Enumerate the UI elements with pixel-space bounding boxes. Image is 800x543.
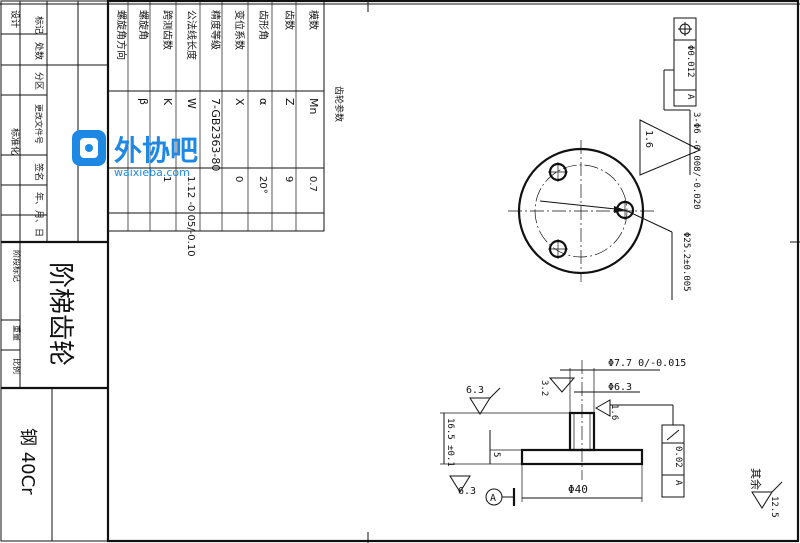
param-value: 20° <box>257 176 268 194</box>
part-name: 阶梯齿轮 <box>45 262 75 366</box>
label-mark: 标记 <box>33 16 45 34</box>
param-value: 1 <box>161 176 172 182</box>
title-block: 标记 处数 分区 更改文件号 签名 年、月、日 设计 标准化 阶段标记 重量 比… <box>0 0 109 542</box>
label-change-doc: 更改文件号 <box>34 104 44 144</box>
roughness-6-3-top: 6.3 <box>466 385 484 396</box>
pcd-dim: Φ25.2±0.005 <box>681 232 691 292</box>
logo-text: 外协吧 <box>114 134 198 167</box>
other-label: 其余 <box>749 468 763 490</box>
roughness-6-3-bottom: 6.3 <box>458 486 476 497</box>
param-value: 9 <box>283 176 294 182</box>
roughness-3-2: 3.2 <box>539 380 549 396</box>
param-name: 螺旋角方向 <box>115 10 128 60</box>
roughness-1-6-small: 1.6 <box>609 404 619 420</box>
param-name: 跨测齿数 <box>161 10 174 50</box>
label-date: 年、月、日 <box>33 192 45 237</box>
logo-sub: waixieba.com <box>114 166 190 179</box>
label-stage: 阶段标记 <box>12 250 22 282</box>
material: 钢 40Cr <box>17 428 38 495</box>
label-design: 设计 <box>9 10 21 28</box>
other-roughness-note: 其余 12.5 <box>749 468 783 518</box>
shaft-dia: Φ7.7 0/-0.015 <box>608 358 686 369</box>
param-name: 齿数 <box>283 10 296 30</box>
param-name: 齿形角 <box>257 10 269 40</box>
roughness-63-bottom <box>449 475 471 493</box>
roughness-32-symbol <box>548 377 576 393</box>
thickness-dim: 5 <box>491 452 501 457</box>
gear-params-table: 齿轮参数 <box>107 0 345 232</box>
param-rows: 模数 Mn 0.7 齿数 Z 9 齿形角 α 20° 变位系数 X 0 精度等级 7-GB2363-80 公… <box>115 10 320 257</box>
param-symbol: W <box>185 98 198 109</box>
shaft-dia-2: Φ6.3 <box>608 382 632 393</box>
param-symbol: X <box>233 98 246 106</box>
other-roughness: 12.5 <box>769 496 779 518</box>
param-symbol: 7-GB2363-80 <box>209 98 222 171</box>
height-dim: 16.5 ±0.1 <box>445 418 455 467</box>
param-value: 0 <box>233 176 244 182</box>
watermark-logo: 外协吧 waixieba.com <box>72 130 198 179</box>
position-tol: Φ0.012 <box>685 45 695 78</box>
runout-icon <box>666 429 680 441</box>
param-symbol: α <box>257 98 270 105</box>
label-scale: 比例 <box>12 358 22 374</box>
param-value: 1.12 -0.05/-0.10 <box>185 176 196 257</box>
param-symbol: Mn <box>307 98 320 114</box>
param-name: 螺旋角 <box>137 10 150 40</box>
roughness-63-top <box>469 397 491 415</box>
base-dia: Φ40 <box>568 483 588 496</box>
label-sign: 签名 <box>33 163 45 181</box>
param-symbol: β <box>137 98 150 105</box>
param-symbol: Z <box>283 98 296 106</box>
param-name: 变位系数 <box>233 10 246 50</box>
position-tolerance-frame <box>673 17 697 107</box>
runout-datum: A <box>673 480 683 486</box>
roughness-1-6: 1.6 <box>643 130 654 148</box>
param-name: 精度等级 <box>209 10 222 50</box>
param-name: 公法线长度 <box>185 10 198 60</box>
label-standard: 标准化 <box>9 128 21 155</box>
runout-value: 0.02 <box>673 446 683 468</box>
datum-ref: A <box>685 94 695 100</box>
holes-spec: 3-Φ6 -0.008/-0.020 <box>691 112 701 210</box>
label-weight: 重量 <box>12 325 22 341</box>
param-name: 模数 <box>307 10 320 30</box>
param-symbol: K <box>161 98 174 106</box>
top-view: Φ25.2±0.005 Φ0.012 A 3-Φ6 -0.008/-0.020 … <box>508 17 702 300</box>
params-header: 齿轮参数 <box>333 86 345 122</box>
roughness-16-small <box>594 399 611 417</box>
label-count: 处数 <box>33 42 45 60</box>
label-zone: 分区 <box>33 72 44 90</box>
datum-a: A <box>490 493 496 504</box>
roughness-symbol <box>639 119 702 176</box>
side-view: Φ7.7 0/-0.015 Φ6.3 3.2 1.6 6.3 6.3 16.5 … <box>440 358 686 506</box>
param-value: 0.7 <box>307 176 318 192</box>
